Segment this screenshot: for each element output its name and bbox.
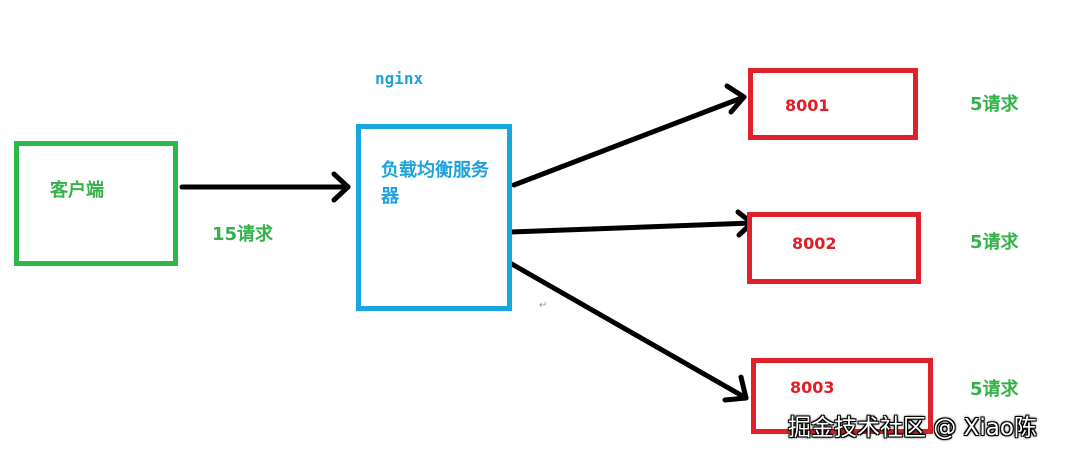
- load-balancer-to-8003-arrowhead: [722, 374, 749, 403]
- client-to-load-balancer-arrowhead: [331, 171, 351, 203]
- server-8003-request-count: 5请求: [970, 379, 1019, 400]
- load-balancer-to-8002-arrow: [508, 220, 755, 235]
- client-box: [14, 141, 178, 266]
- client-label: 客户端: [50, 180, 104, 201]
- server-8002-request-count: 5请求: [970, 232, 1019, 253]
- load-balancer-to-8003-arrow: [507, 260, 749, 401]
- server-port-8003: 8003: [790, 378, 835, 397]
- server-8001-request-count: 5请求: [970, 94, 1019, 115]
- source-watermark: 掘金技术社区 @ Xiao陈: [788, 415, 1037, 441]
- incoming-request-count: 15请求: [212, 224, 274, 245]
- load-balancer-to-8001-arrow: [511, 94, 747, 188]
- server-port-8001: 8001: [785, 96, 830, 115]
- return-symbol: ↵: [539, 300, 548, 311]
- nginx-label: nginx: [375, 69, 424, 88]
- server-box-8001: [748, 68, 918, 140]
- load-balancer-box: [356, 124, 512, 311]
- server-box-8002: [747, 212, 921, 284]
- server-box-8003: [751, 358, 933, 434]
- load-balancer-to-8001-arrowhead: [724, 83, 747, 115]
- load-balancer-label: 负载均衡服务器: [381, 160, 489, 207]
- server-port-8002: 8002: [792, 234, 837, 253]
